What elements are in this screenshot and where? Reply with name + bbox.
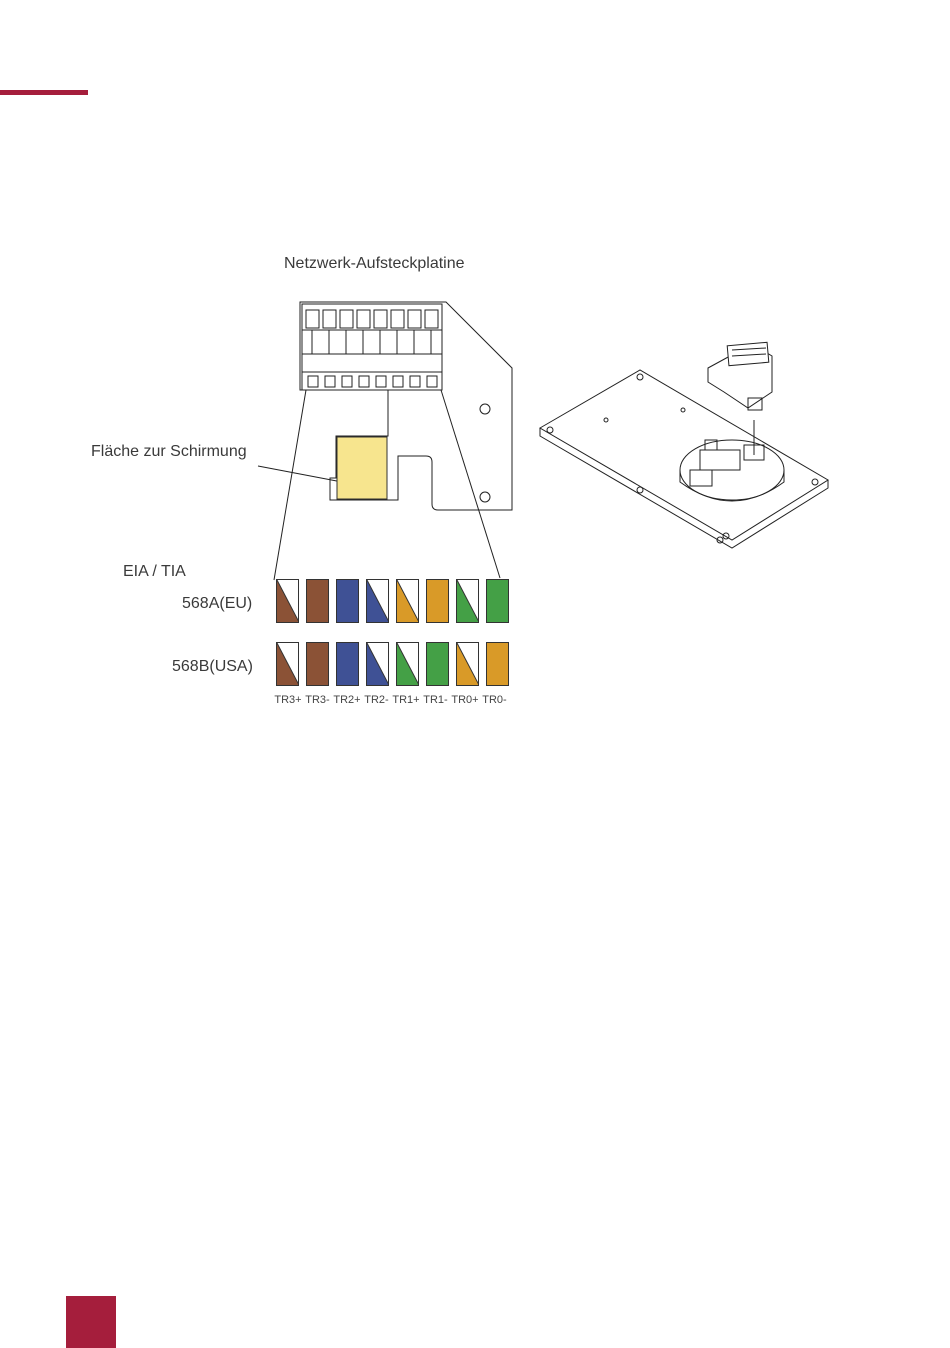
pin-label: TR0- bbox=[480, 694, 510, 706]
terminal-screw bbox=[357, 310, 370, 328]
pin-label: TR1- bbox=[421, 694, 451, 706]
terminal-screw bbox=[374, 310, 387, 328]
wire-chip bbox=[396, 579, 419, 623]
wire-chip bbox=[336, 579, 359, 623]
wire-chip bbox=[276, 642, 299, 686]
mount-hole-top bbox=[480, 404, 490, 414]
wire-chip bbox=[276, 579, 299, 623]
terminal-socket bbox=[393, 376, 403, 387]
pin-label: TR2+ bbox=[332, 694, 362, 706]
page-footer-block bbox=[66, 1296, 116, 1348]
wire-chip bbox=[456, 579, 479, 623]
wire-chip bbox=[426, 642, 449, 686]
leader-shield bbox=[258, 466, 342, 482]
terminal-socket bbox=[342, 376, 352, 387]
terminal-socket bbox=[308, 376, 318, 387]
wire-chip bbox=[426, 579, 449, 623]
wire-chip bbox=[456, 642, 479, 686]
terminal-screw bbox=[408, 310, 421, 328]
shield-area bbox=[337, 437, 387, 499]
leader-right bbox=[441, 390, 500, 578]
terminal-screw bbox=[323, 310, 336, 328]
pin-label: TR2- bbox=[362, 694, 392, 706]
wire-chip bbox=[396, 642, 419, 686]
terminal-screw bbox=[391, 310, 404, 328]
wire-chip bbox=[486, 579, 509, 623]
terminal-socket bbox=[359, 376, 369, 387]
pin-label: TR3- bbox=[303, 694, 333, 706]
pin-label: TR1+ bbox=[391, 694, 421, 706]
mount-hole-bottom bbox=[480, 492, 490, 502]
wire-chip bbox=[486, 642, 509, 686]
device-assembly-drawing bbox=[540, 342, 828, 548]
terminal-socket bbox=[427, 376, 437, 387]
pin-label: TR0+ bbox=[450, 694, 480, 706]
pin-label: TR3+ bbox=[273, 694, 303, 706]
wire-chip bbox=[306, 642, 329, 686]
leader-left bbox=[274, 390, 306, 580]
terminal-screw bbox=[306, 310, 319, 328]
terminal-screw bbox=[340, 310, 353, 328]
terminal-socket bbox=[376, 376, 386, 387]
terminal-socket bbox=[410, 376, 420, 387]
wire-chip bbox=[366, 579, 389, 623]
wire-chip bbox=[366, 642, 389, 686]
wire-chip bbox=[336, 642, 359, 686]
board-outline bbox=[300, 302, 512, 510]
terminal-screw bbox=[425, 310, 438, 328]
terminal-socket bbox=[325, 376, 335, 387]
wire-chip bbox=[306, 579, 329, 623]
